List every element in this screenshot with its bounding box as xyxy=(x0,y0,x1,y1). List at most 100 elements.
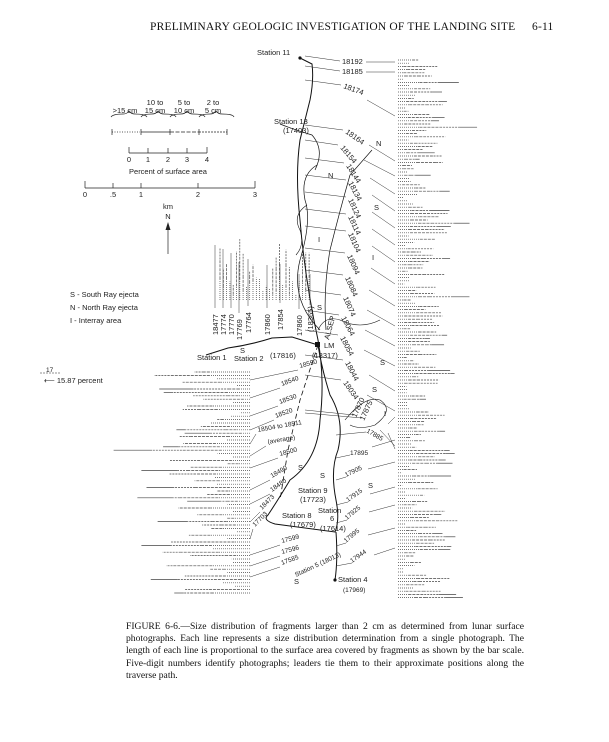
station-13-photo: (17403) xyxy=(283,126,309,135)
station-9-photo: (17723) xyxy=(300,495,326,504)
area-unit-mark: S xyxy=(317,303,322,312)
photo-number: 17585 xyxy=(280,554,300,567)
area-unit-mark: S xyxy=(320,471,325,480)
photo-number: 17764 xyxy=(244,312,253,333)
photo-number: 18164 xyxy=(344,127,366,146)
station-1-label: Station 1 xyxy=(197,353,227,362)
size-class-label: >15 cm xyxy=(113,106,138,115)
area-unit-mark: I xyxy=(372,253,374,262)
photo-number: 17944 xyxy=(349,548,368,564)
station-13-label: Station 13 xyxy=(274,117,308,126)
km-tick: .5 xyxy=(110,190,116,199)
km-label: km xyxy=(163,202,173,211)
station-2-label: Station 2 xyxy=(234,354,264,363)
photo-number: 18504 to 18511 xyxy=(257,419,303,434)
photo-number: 17860 xyxy=(295,315,304,336)
photo-number: 17905 xyxy=(344,465,364,479)
size-class-legend xyxy=(84,110,256,254)
area-unit-mark: S xyxy=(298,463,303,472)
station-8-label: Station 8 xyxy=(282,511,312,520)
photo-number: 18064 xyxy=(339,315,357,338)
photo-leaders xyxy=(214,55,396,578)
key-south-ray: S - South Ray ejecta xyxy=(70,290,140,299)
area-unit-mark: N xyxy=(328,171,333,180)
lm-marker xyxy=(315,342,320,347)
photo-number: 18174 xyxy=(342,81,365,97)
photo-number: 17925 xyxy=(344,504,363,521)
figure-caption: FIGURE 6-6.—Size distribution of fragmen… xyxy=(126,621,524,681)
photo-number: 17885 xyxy=(365,428,384,443)
photo-number: 17860 xyxy=(263,314,272,335)
photo-number: 17895 xyxy=(350,450,368,457)
photo-number: 18192 xyxy=(342,57,363,66)
photo-number: 18054 xyxy=(338,335,356,358)
photo-labels: 1819218185181741816418154181441813418124… xyxy=(211,57,386,586)
station-11-label: Station 11 xyxy=(257,48,290,57)
percent-tick: 3 xyxy=(185,155,189,164)
photo-number: (18365) xyxy=(306,306,315,332)
photo-number: 18477 xyxy=(211,314,220,335)
station-4-label: Station 4 xyxy=(338,575,368,584)
area-unit-mark: N xyxy=(376,139,381,148)
photo-number: 17854 xyxy=(276,309,285,330)
north-label: N xyxy=(165,212,170,221)
area-unit-mark: S xyxy=(294,577,299,586)
size-class-label: 15 cm xyxy=(145,106,165,115)
photo-number: 17915 xyxy=(345,487,364,503)
station-4-marker xyxy=(333,578,337,582)
page-number: 6-11 xyxy=(532,21,554,33)
percent-tick: 0 xyxy=(127,155,131,164)
area-unit-mark: S xyxy=(372,385,377,394)
km-tick: 3 xyxy=(253,190,257,199)
percent-tick: 1 xyxy=(146,155,150,164)
north-arrow-icon xyxy=(165,222,171,230)
photo-number: 18044 xyxy=(343,360,361,383)
photo-number: 17596 xyxy=(281,544,301,556)
photo-number: 18084 xyxy=(343,275,360,298)
photo-number: 18185 xyxy=(342,67,363,76)
photo-number: 18473 xyxy=(258,493,276,511)
size-class-label: 10 to xyxy=(147,98,164,107)
photo-number: 18540 xyxy=(280,375,300,388)
photo-number: 18500 xyxy=(279,446,299,458)
lm-photo: (18317) xyxy=(312,351,338,360)
key-interray: I - Interray area xyxy=(70,316,122,325)
size-class-label: 5 cm xyxy=(205,106,221,115)
percent-tick: 4 xyxy=(205,155,209,164)
area-unit-mark: S xyxy=(368,481,373,490)
traverse-path xyxy=(205,57,387,581)
size-distribution-bars xyxy=(113,59,478,598)
area-unit-mark: S xyxy=(240,346,245,355)
photo-number: 17599 xyxy=(281,533,301,545)
photo-number: 18490 xyxy=(270,464,289,479)
photo-number: 18530 xyxy=(278,393,298,406)
station-11-marker xyxy=(298,56,302,60)
photo-number: 18154 xyxy=(338,144,358,166)
area-unit-mark: S xyxy=(380,358,385,367)
photo-number: 18550 xyxy=(299,358,319,370)
station-6-number: 6 xyxy=(330,514,334,523)
photo-number: 18520 xyxy=(274,407,294,420)
offscale-number: 17 xyxy=(46,367,54,374)
area-unit-mark: S xyxy=(374,203,379,212)
km-tick: 2 xyxy=(196,190,200,199)
photo-number: 18074 xyxy=(341,295,358,318)
station-5-label: Station 5 (18013) xyxy=(294,551,342,578)
station-4-photo: (17969) xyxy=(343,587,365,594)
km-tick: 1 xyxy=(139,190,143,199)
size-class-label: 5 to xyxy=(178,98,191,107)
photo-number: 17770 xyxy=(227,314,236,335)
photo-number: 17769 xyxy=(235,319,244,340)
key-north-ray: N - North Ray ejecta xyxy=(70,303,139,312)
percent-tick: 2 xyxy=(166,155,170,164)
photo-number: 17774 xyxy=(219,314,228,335)
station-2-photo: (17816) xyxy=(270,351,296,360)
station-9-label: Station 9 xyxy=(298,486,328,495)
size-class-label: 10 cm xyxy=(174,106,194,115)
station-6-photo: (17614) xyxy=(320,524,346,533)
photo-number: 18104 xyxy=(346,231,363,254)
area-unit-mark: I xyxy=(318,235,320,244)
photo-number: 18094 xyxy=(345,253,362,276)
size-class-label: 2 to xyxy=(207,98,220,107)
